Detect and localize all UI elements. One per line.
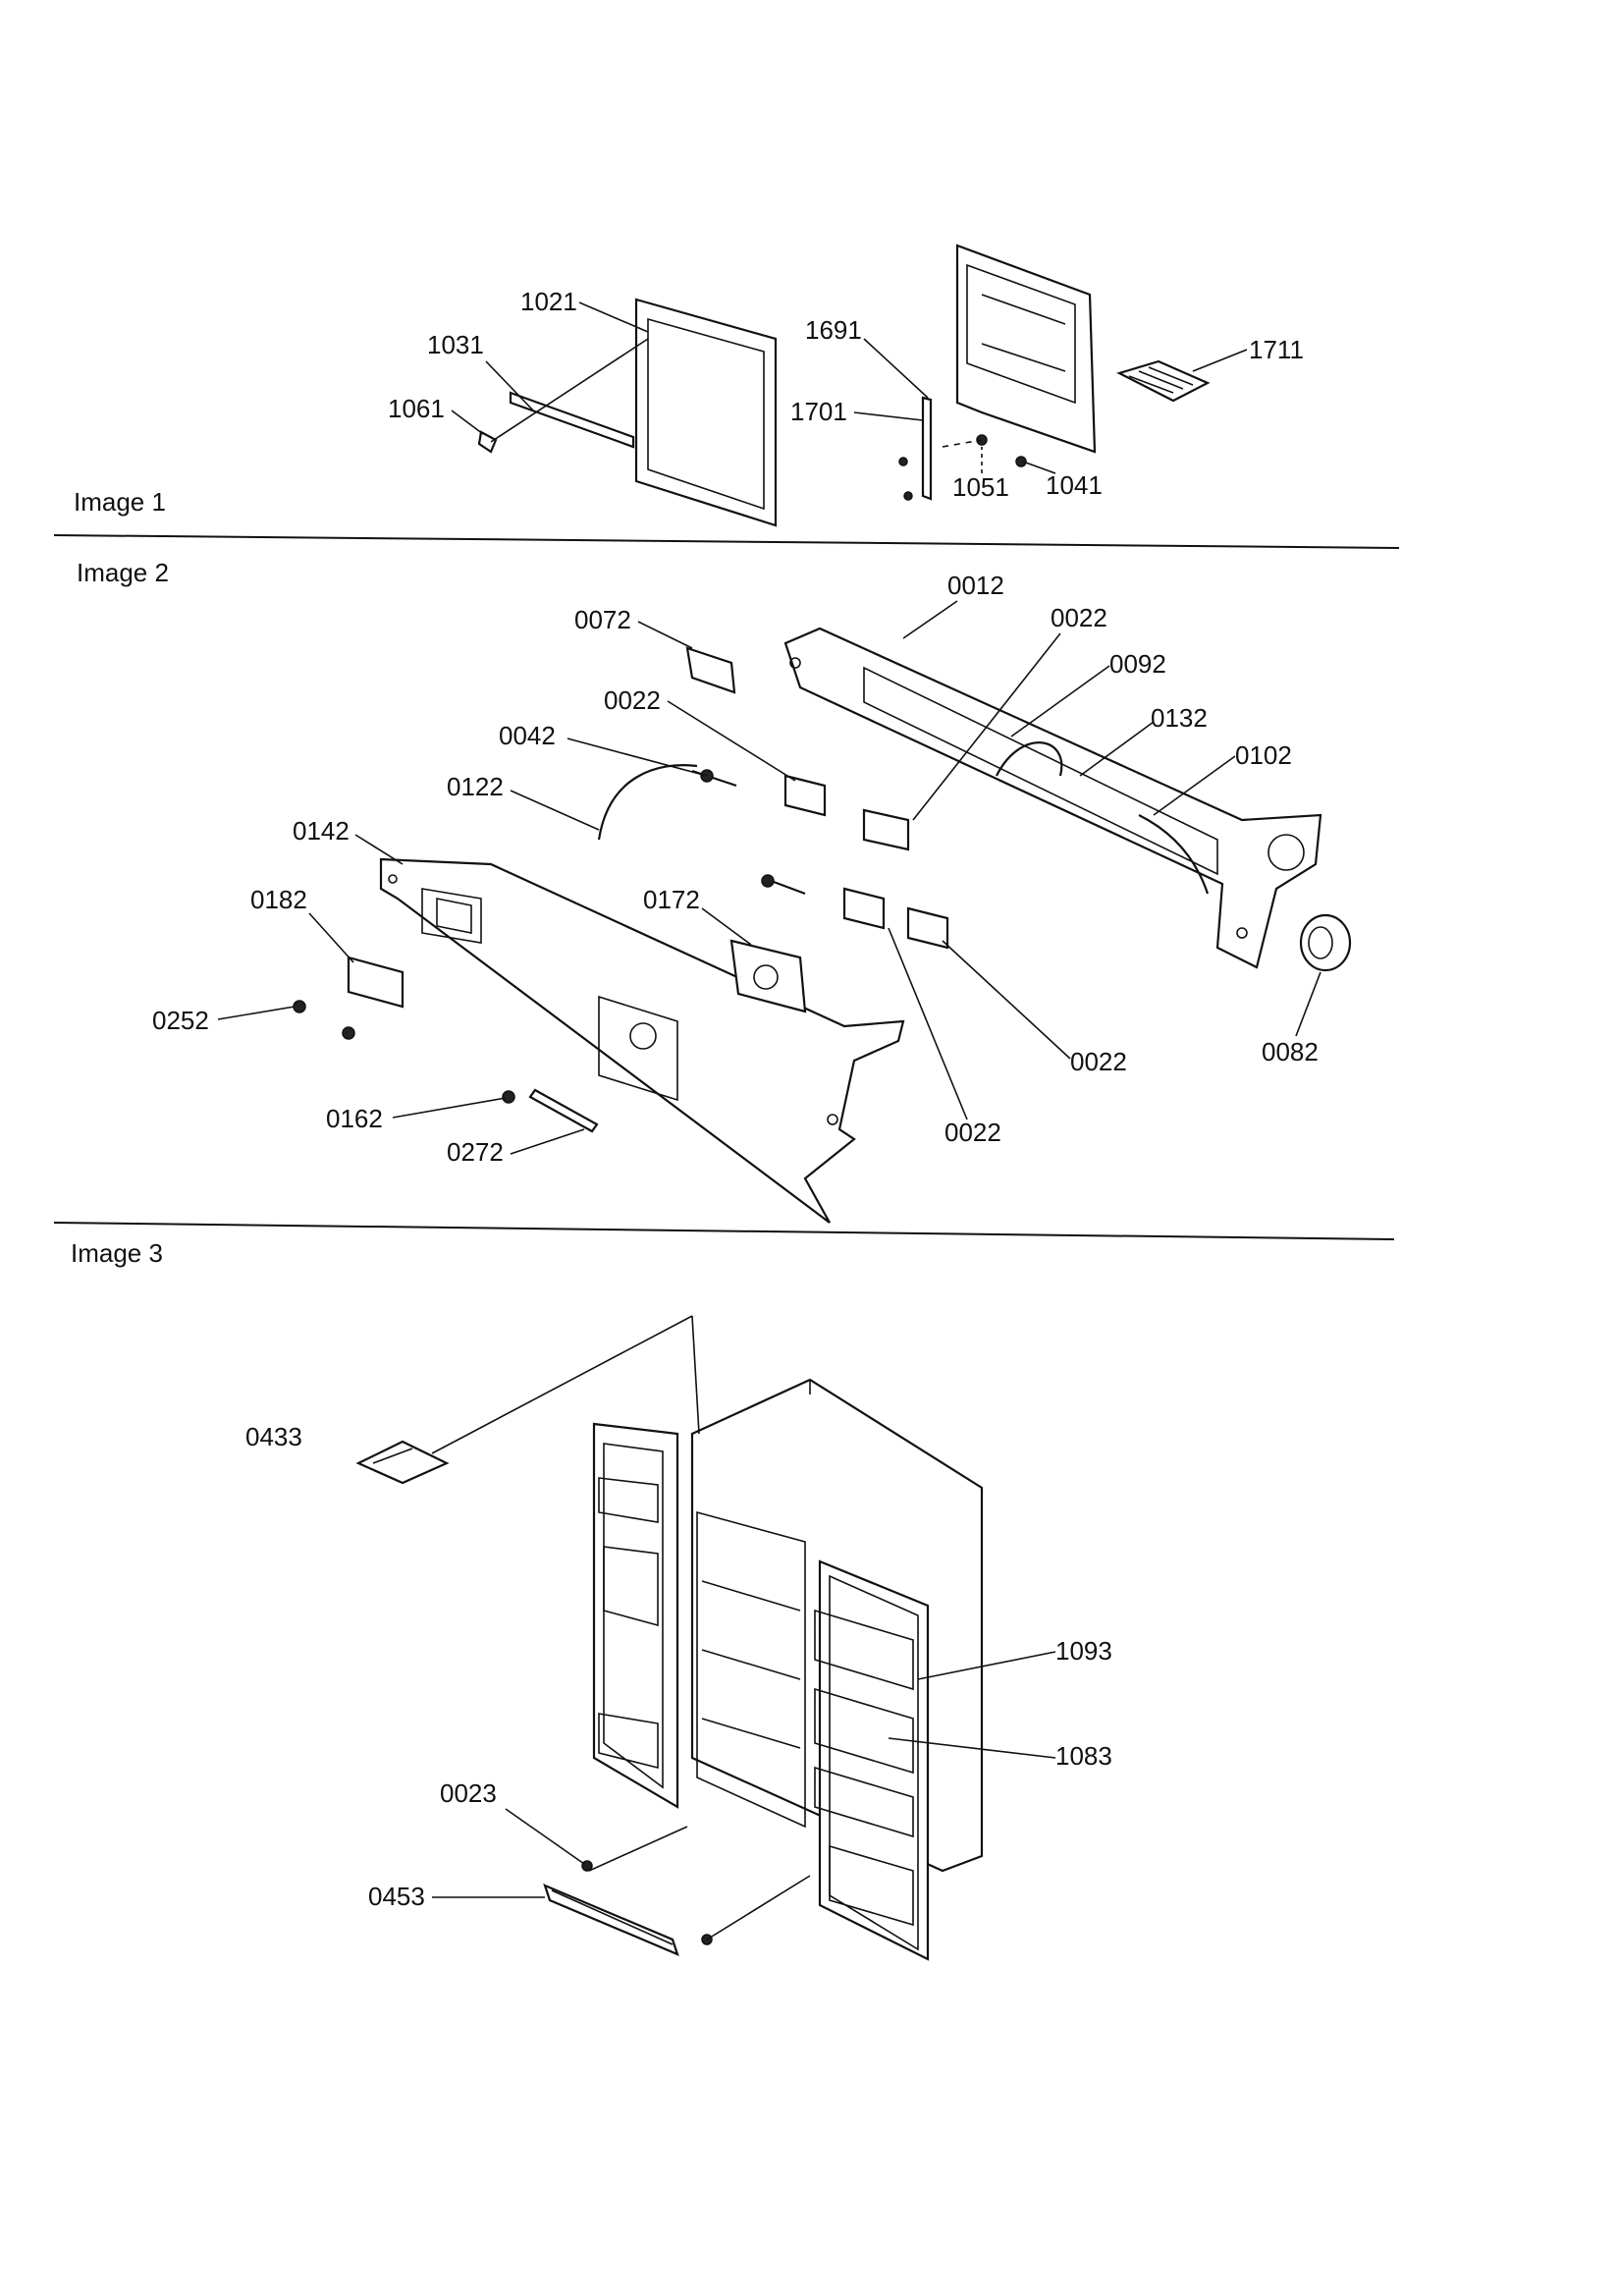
callout-0022: 0022 (604, 685, 661, 715)
part-panel (379, 857, 905, 1224)
callout-0022: 0022 (1051, 603, 1107, 632)
callout-0122: 0122 (447, 772, 504, 801)
part-switch-4 (906, 906, 949, 950)
callout-0132: 0132 (1151, 703, 1208, 733)
callout-0172: 0172 (643, 885, 700, 914)
callout-0272: 0272 (447, 1137, 504, 1167)
section-divider-2 (53, 1222, 1395, 1240)
part-clip (477, 430, 498, 454)
callout-1051: 1051 (952, 472, 1009, 502)
part-strip (921, 396, 933, 501)
callout-0092: 0092 (1109, 649, 1166, 679)
callout-1711: 1711 (1249, 335, 1304, 364)
callout-1093: 1093 (1055, 1636, 1112, 1666)
part-right-door (814, 1559, 930, 1961)
callout-0252: 0252 (152, 1006, 209, 1035)
callout-0162: 0162 (326, 1104, 383, 1133)
callout-0042: 0042 (499, 721, 556, 750)
part-interior (696, 1510, 806, 1829)
callout-0453: 0453 (368, 1882, 425, 1911)
section-title-image-3: Image 3 (71, 1238, 163, 1268)
section-title-image-2: Image 2 (77, 558, 169, 587)
callout-0433: 0433 (245, 1422, 302, 1451)
callout-1701: 1701 (790, 397, 847, 426)
callout-1691: 1691 (805, 315, 862, 345)
part-grille (1116, 359, 1211, 403)
part-kickplate (543, 1860, 713, 1956)
image-3-assembly: 0433 1093 1083 0023 0453 (245, 1315, 1112, 1961)
image-2-assembly: 0072 0012 0022 0092 0022 0042 0132 0102 … (152, 571, 1352, 1224)
part-switch-1 (783, 774, 827, 817)
callout-0072: 0072 (574, 605, 631, 634)
part-left-door (592, 1422, 679, 1809)
callout-1041: 1041 (1046, 470, 1103, 500)
part-motor (729, 939, 807, 1013)
callout-0182: 0182 (250, 885, 307, 914)
callout-1031: 1031 (427, 330, 484, 359)
callout-0023: 0023 (440, 1778, 497, 1808)
part-bracket-small (347, 956, 404, 1009)
callout-0022: 0022 (1070, 1047, 1127, 1076)
callout-1061: 1061 (388, 394, 445, 423)
image-1-assembly: 1021 1031 1061 1691 1701 1711 1051 1041 (388, 244, 1304, 527)
callout-0022: 0022 (944, 1118, 1001, 1147)
part-bracket (783, 627, 1322, 969)
part-connector (685, 646, 736, 694)
part-switch-3 (842, 887, 886, 930)
section-title-image-1: Image 1 (74, 487, 166, 517)
part-pin (528, 1088, 599, 1133)
part-housing (955, 244, 1097, 454)
callout-1083: 1083 (1055, 1741, 1112, 1771)
part-bar (509, 391, 635, 449)
section-divider-1 (53, 534, 1400, 549)
part-frame (634, 298, 778, 527)
callout-0102: 0102 (1235, 740, 1292, 770)
part-wire (597, 764, 698, 841)
callout-0142: 0142 (293, 816, 350, 846)
part-cap (1299, 913, 1352, 972)
callout-1021: 1021 (520, 287, 577, 316)
part-tray (355, 1440, 450, 1485)
part-switch-2 (862, 808, 910, 851)
callout-0082: 0082 (1262, 1037, 1319, 1066)
callout-0012: 0012 (947, 571, 1004, 600)
